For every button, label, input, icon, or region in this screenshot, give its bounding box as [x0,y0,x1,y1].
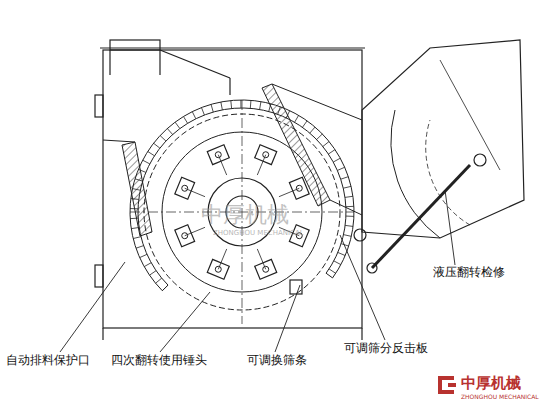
housing [95,40,365,340]
leader-lines [60,190,455,352]
service-door [290,40,524,294]
callout-label: 液压翻转检修 [432,266,506,279]
screen-bars [130,100,354,291]
impact-plate [262,84,362,215]
callout-label: 可调换筛条 [246,354,308,367]
callout-label: 四次翻转使用锤头 [110,354,208,367]
callout-label: 可调筛分反击板 [343,342,429,355]
rotor [130,100,354,324]
watermark: 中厚机械 [200,203,290,227]
callout-label: 自动排料保护口 [5,354,91,367]
logo-text: 中厚机械 [460,375,522,392]
logo-icon [438,376,456,394]
hammer-heads [175,145,309,279]
watermark: ZHONGHOU MECHANICAL [212,230,305,238]
logo-text: ZHONGHOU MECHANICAL [460,394,540,401]
